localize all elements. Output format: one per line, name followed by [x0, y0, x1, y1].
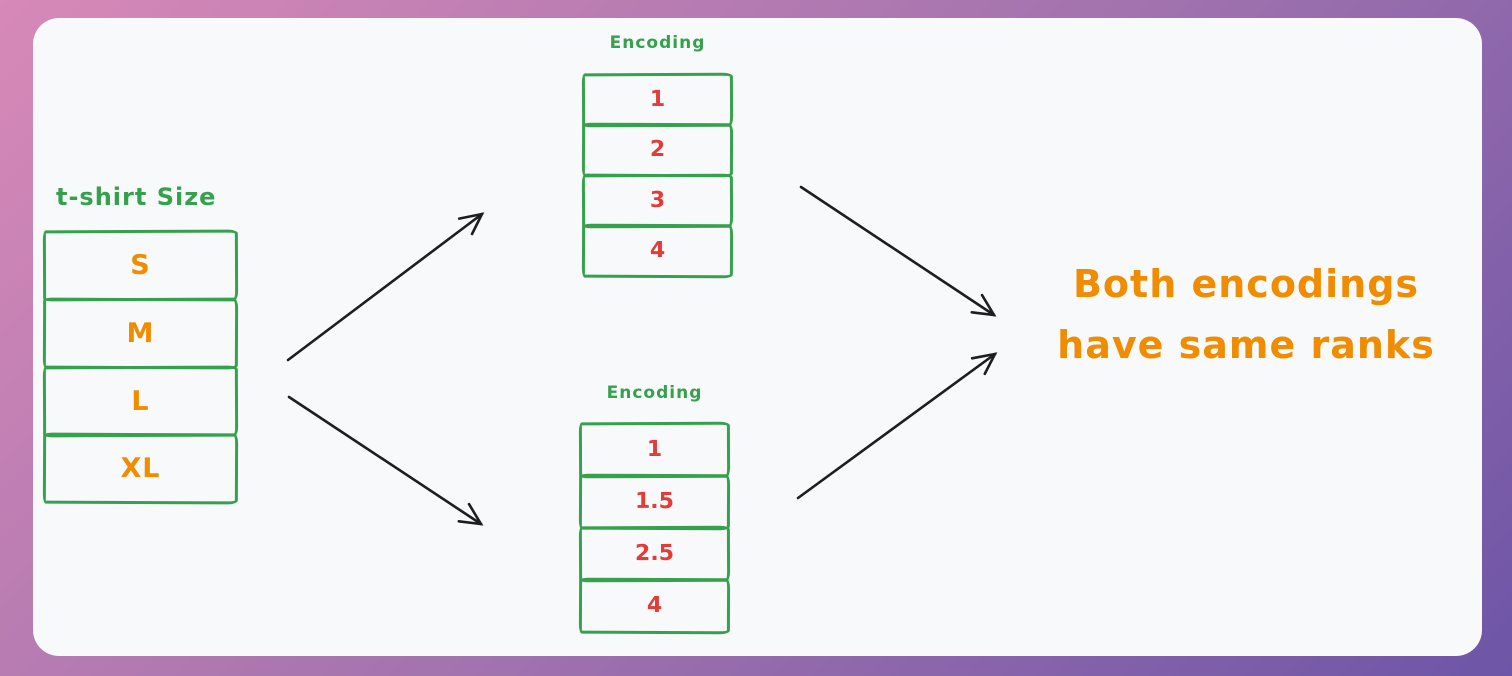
source-cell-xl: XL: [42, 432, 239, 505]
encoding-bottom-table: 1 1.5 2.5 4: [578, 421, 731, 634]
conclusion-line-2: have same ranks: [1057, 322, 1435, 367]
encoding-bottom-cell-2: 1.5: [578, 473, 731, 530]
encoding-bottom-cell-3: 2.5: [578, 525, 731, 582]
whiteboard-card: [33, 18, 1482, 656]
encoding-top-cell-4: 4: [581, 223, 734, 278]
encoding-bottom-cell-4: 4: [578, 577, 731, 634]
source-cell-l: L: [42, 365, 239, 438]
encoding-bottom-title: Encoding: [606, 383, 703, 403]
encoding-top-cell-2: 2: [581, 122, 734, 178]
conclusion-text: Both encodings have same ranks: [1016, 254, 1476, 376]
source-cell-s: S: [42, 229, 239, 302]
encoding-top-cell-1: 1: [581, 72, 734, 128]
source-table-title: t-shirt Size: [56, 183, 217, 211]
encoding-bottom-cell-1: 1: [578, 421, 731, 478]
encoding-top-table: 1 2 3 4: [581, 72, 734, 278]
conclusion-line-1: Both encodings: [1072, 262, 1420, 306]
source-table: S M L XL: [42, 229, 239, 505]
source-cell-m: M: [42, 297, 239, 370]
encoding-top-cell-3: 3: [581, 173, 734, 228]
encoding-top-title: Encoding: [609, 33, 706, 53]
